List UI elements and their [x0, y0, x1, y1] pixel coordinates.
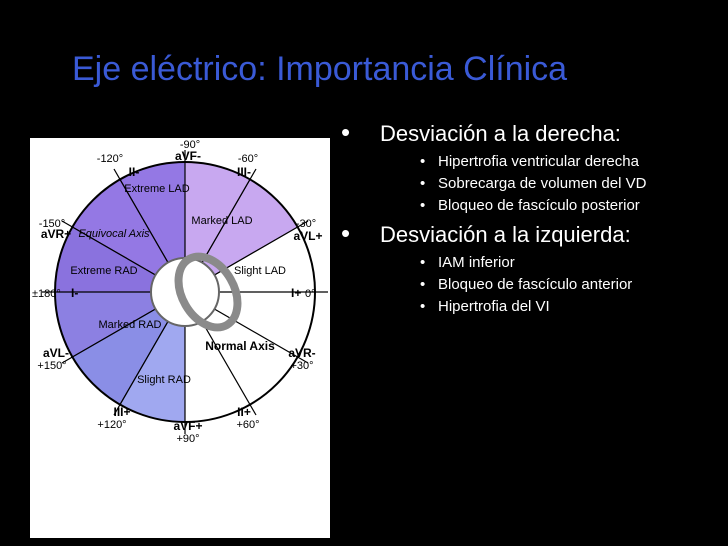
- angle-0: 0°: [305, 288, 316, 300]
- label-normal-axis: Normal Axis: [205, 339, 275, 353]
- sub-bullet: •Hipertrofia ventricular derecha: [420, 153, 639, 170]
- sub-bullet: •IAM inferior: [420, 254, 515, 271]
- label-extreme-rad: Extreme RAD: [70, 265, 137, 277]
- sub-bullet: •Bloqueo de fascículo anterior: [420, 276, 633, 293]
- sub-bullet-text: Hipertrofia del VI: [438, 298, 550, 315]
- sub-bullet-text: Hipertrofia ventricular derecha: [438, 153, 639, 170]
- angle-plus90: +90°: [176, 433, 199, 445]
- label-slight-rad: Slight RAD: [137, 374, 191, 386]
- sub-bullet-text: IAM inferior: [438, 254, 515, 271]
- lead-ii-top: II-: [129, 165, 140, 179]
- sub-bullet: •Hipertrofia del VI: [420, 298, 550, 315]
- hexaxial-diagram: Extreme LAD Equivocal Axis Marked LAD Ex…: [30, 138, 330, 538]
- label-equivocal-axis: Equivocal Axis: [78, 228, 150, 240]
- lead-avl-right: aVL+: [293, 229, 322, 243]
- lead-avl-left: aVL-: [43, 346, 69, 360]
- sublist-right-deviation: •Hipertrofia ventricular derecha •Sobrec…: [338, 153, 718, 215]
- lead-avf-top: aVF-: [175, 149, 201, 163]
- bullet-left-deviation: • Desviación a la izquierda:: [338, 218, 718, 248]
- bullet-right-deviation: • Desviación a la derecha:: [338, 117, 718, 147]
- lead-i-right: I+: [291, 286, 301, 300]
- sub-bullet: •Sobrecarga de volumen del VD: [420, 175, 647, 192]
- center-loop: [174, 252, 242, 332]
- angle-minus90: -90°: [180, 139, 200, 151]
- label-extreme-lad: Extreme LAD: [124, 183, 189, 195]
- angle-plus60: +60°: [236, 419, 259, 431]
- bullet-dot: •: [341, 218, 351, 248]
- sub-bullet-text: Bloqueo de fascículo posterior: [438, 197, 640, 214]
- label-marked-rad: Marked RAD: [99, 319, 162, 331]
- angle-minus120: -120°: [97, 153, 123, 165]
- lead-ii-bottom: II+: [237, 405, 251, 419]
- slide-title: Eje eléctrico: Importancia Clínica: [72, 50, 568, 88]
- lead-i-left: I-: [71, 286, 78, 300]
- bullet-right-deviation-text: Desviación a la derecha:: [380, 121, 621, 146]
- axis-wheel-svg: Extreme LAD Equivocal Axis Marked LAD Ex…: [30, 138, 330, 538]
- angle-minus150: -150°: [39, 218, 65, 230]
- sublist-left-deviation: •IAM inferior •Bloqueo de fascículo ante…: [338, 254, 718, 316]
- lead-avr-left: aVR+: [41, 227, 71, 241]
- angle-plus30: +30°: [290, 360, 313, 372]
- lead-avf-bottom: aVF+: [173, 419, 202, 433]
- lead-avr-right: aVR-: [288, 346, 315, 360]
- sub-bullet-text: Bloqueo de fascículo anterior: [438, 276, 633, 293]
- angle-plus120: +120°: [97, 419, 126, 431]
- bullet-list: • Desviación a la derecha: •Hipertrofia …: [338, 117, 718, 324]
- angle-180: ±180°: [32, 288, 61, 300]
- lead-iii-top: III-: [237, 165, 251, 179]
- label-marked-lad: Marked LAD: [191, 215, 252, 227]
- angle-minus30: -30°: [296, 218, 316, 230]
- angle-minus60: -60°: [238, 153, 258, 165]
- bullet-left-deviation-text: Desviación a la izquierda:: [380, 222, 631, 247]
- sub-bullet-text: Sobrecarga de volumen del VD: [438, 175, 647, 192]
- sub-bullet: •Bloqueo de fascículo posterior: [420, 197, 640, 214]
- angle-plus150: +150°: [37, 360, 66, 372]
- lead-iii-bottom: III+: [113, 405, 130, 419]
- label-slight-lad: Slight LAD: [234, 265, 286, 277]
- bullet-dot: •: [341, 117, 351, 147]
